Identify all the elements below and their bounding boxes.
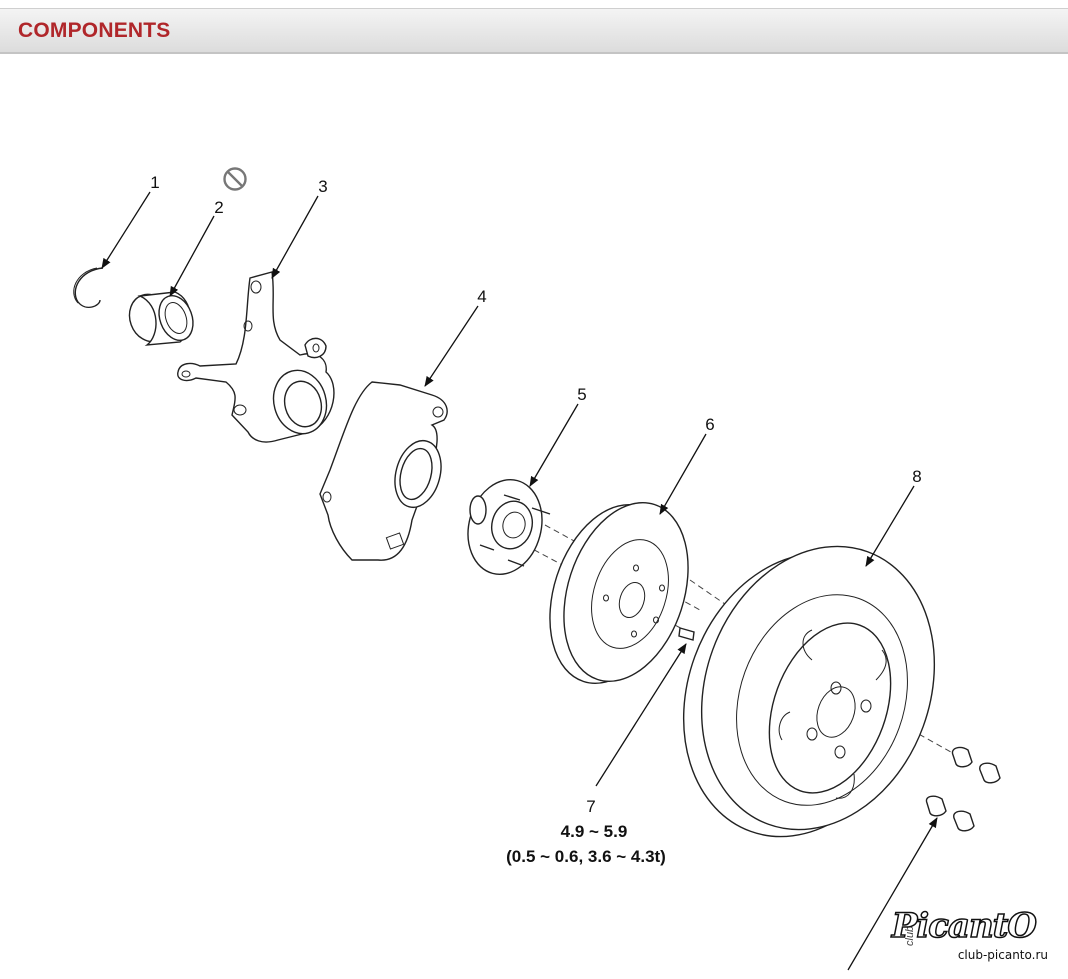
do-not-reuse-symbol (223, 167, 247, 191)
torque-spec-units: (0.5 ~ 0.6, 3.6 ~ 4.3t) (506, 847, 666, 866)
wheel-bearing (128, 291, 194, 346)
watermark-word: PicantO (891, 905, 1038, 947)
callout-3: 3 (318, 177, 327, 196)
watermark-logo: club PicantO club-picanto.ru (891, 905, 1056, 972)
dust-cover (319, 381, 448, 561)
brake-disc (549, 501, 689, 685)
wheel-nuts (925, 746, 1001, 832)
callout-2: 2 (214, 198, 223, 217)
steering-knuckle (177, 271, 335, 443)
wheel-hub (467, 479, 551, 575)
callout-8: 8 (912, 467, 921, 486)
disc-screw (678, 627, 695, 641)
callout-1: 1 (150, 173, 159, 192)
section-title: COMPONENTS (18, 19, 171, 42)
callout-7: 7 (586, 797, 595, 816)
leader-lines (101, 191, 938, 971)
callout-4: 4 (477, 287, 486, 306)
callout-6: 6 (705, 415, 714, 434)
torque-spec-range: 4.9 ~ 5.9 (561, 822, 628, 841)
callout-5: 5 (577, 385, 586, 404)
section-header: COMPONENTS (0, 8, 1068, 54)
watermark-url: club-picanto.ru (957, 948, 1048, 962)
snap-ring (73, 267, 104, 309)
wheel-tire (682, 545, 936, 838)
